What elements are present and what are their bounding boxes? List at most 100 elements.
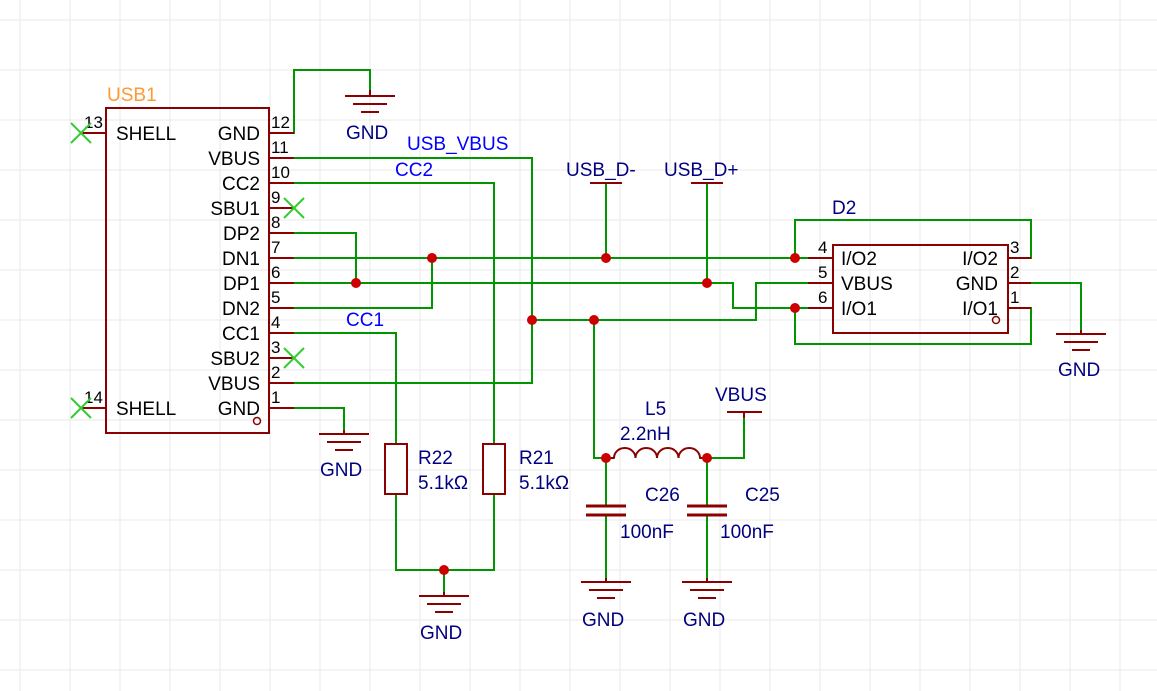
wire-gnd-top[interactable] [293, 69, 371, 134]
usb1-pin-name-8: DP2 [223, 224, 260, 245]
junction-dp2-dp1[interactable] [351, 278, 361, 288]
usb1-pin-num-6: 6 [271, 263, 280, 282]
usb1-pin-name-12: GND [218, 124, 260, 145]
no-connect-pin-9[interactable] [283, 197, 305, 219]
usb1-pin-num-7: 7 [271, 238, 280, 257]
d2-pin-name-4: I/O2 [841, 249, 877, 270]
d2-pin-num-3: 3 [1010, 238, 1019, 257]
vbus-power-symbol[interactable] [727, 411, 762, 418]
d2-pin-num-1: 1 [1010, 288, 1019, 307]
usb1-designator: USB1 [107, 85, 157, 106]
r21-body[interactable] [482, 443, 506, 495]
l5-coil[interactable] [613, 447, 701, 459]
d2-component[interactable]: D2 4 5 6 I/O2 VBUS I/O1 I/O2 GND I/O1 3 … [808, 198, 1031, 334]
usb1-pin-name-10: CC2 [222, 174, 260, 195]
usb1-pin-name-13: SHELL [116, 124, 176, 145]
usb1-pin-name-5: DN2 [222, 299, 260, 320]
c26-designator: C26 [645, 485, 680, 506]
wire-cc1[interactable] [293, 332, 397, 445]
wire-dp2[interactable] [293, 232, 357, 284]
r21-component[interactable]: R21 5.1kΩ [482, 443, 569, 495]
junction-resistors-gnd[interactable] [439, 565, 449, 575]
gnd-symbol-d2[interactable] [1056, 330, 1106, 351]
gnd-symbol-resistors[interactable] [419, 592, 469, 613]
gnd-label-d2: GND [1058, 360, 1100, 381]
c25-value: 100nF [720, 522, 774, 543]
vbus-power-label: VBUS [715, 385, 767, 406]
usb1-component[interactable]: USB1 13 SHELL 14 SHELL GND VBUS CC2 SBU1… [81, 85, 294, 434]
junction-vbus-l5[interactable] [589, 315, 599, 325]
usb1-pin-name-7: DN1 [222, 249, 260, 270]
wire-d2-gnd[interactable] [1007, 282, 1082, 331]
r22-body[interactable] [384, 443, 408, 495]
gnd-label-top: GND [346, 123, 388, 144]
wire-gnd-pin1[interactable] [293, 407, 345, 431]
junction-l5-left[interactable] [601, 453, 611, 463]
usb1-pin-num-1: 1 [271, 388, 280, 407]
d2-pin-num-2: 2 [1010, 263, 1019, 282]
usb1-pin-name-2: VBUS [208, 374, 260, 395]
d2-pin-num-4: 4 [818, 238, 827, 257]
wire-r22-bottom[interactable] [395, 493, 495, 571]
usb1-pin-num-11: 11 [271, 138, 289, 157]
usb1-pin-num-14: 14 [84, 388, 103, 407]
d2-pin-name-5: VBUS [841, 274, 893, 295]
usb1-pin-name-9: SBU1 [210, 199, 260, 220]
r21-designator: R21 [519, 448, 554, 469]
wire-dn2[interactable] [293, 257, 433, 309]
r22-component[interactable]: R22 5.1kΩ [384, 443, 468, 495]
usb1-pin-name-3: SBU2 [210, 349, 260, 370]
junction-d2-io2[interactable] [790, 253, 800, 263]
usb1-pin-name-14: SHELL [116, 399, 176, 420]
usb1-pin-num-4: 4 [271, 313, 280, 332]
junction-vbus-bus[interactable] [527, 315, 537, 325]
no-connect-pin-13[interactable] [70, 122, 92, 144]
usb1-pin-num-5: 5 [271, 288, 280, 307]
r22-value: 5.1kΩ [418, 473, 468, 494]
wire-dp1[interactable] [293, 282, 809, 309]
gnd-symbol-top[interactable] [345, 90, 395, 113]
c26-component[interactable]: C26 100nF [586, 485, 680, 543]
d2-pin1-marker [991, 315, 1001, 325]
junction-usb-dp[interactable] [702, 278, 712, 288]
c25-designator: C25 [745, 485, 780, 506]
usb1-pin-num-2: 2 [271, 363, 280, 382]
junction-l5-right[interactable] [702, 453, 712, 463]
l5-value: 2.2nH [620, 424, 671, 445]
d2-body[interactable] [832, 244, 1009, 334]
usb1-pin-num-9: 9 [271, 188, 280, 207]
wire-usb-vbus[interactable] [293, 157, 533, 384]
usb1-pins [81, 132, 294, 409]
gnd-symbol-c26[interactable] [581, 578, 631, 599]
d2-pin-num-6: 6 [818, 288, 827, 307]
no-connect-pin-3[interactable] [283, 347, 305, 369]
usb1-pin-num-8: 8 [271, 213, 280, 232]
junction-usb-dm[interactable] [601, 253, 611, 263]
net-label-usb-dm: USB_D- [566, 160, 636, 181]
usb1-pin-num-10: 10 [271, 163, 290, 182]
usb1-body[interactable] [105, 107, 270, 434]
no-connect-pin-14[interactable] [70, 397, 92, 419]
r22-designator: R22 [418, 448, 453, 469]
c25-component[interactable]: C25 100nF [687, 485, 780, 543]
gnd-label-usb-pin1: GND [320, 460, 362, 481]
usb1-pin-num-13: 13 [84, 113, 103, 132]
junction-d2-io1[interactable] [790, 303, 800, 313]
usb1-pin-name-6: DP1 [223, 274, 260, 295]
wire-vbus-rail[interactable] [531, 282, 809, 321]
c26-value: 100nF [620, 522, 674, 543]
gnd-symbol-usb-pin1[interactable] [319, 430, 369, 451]
net-label-cc2: CC2 [395, 160, 433, 181]
usb1-pin-num-3: 3 [271, 338, 280, 357]
net-label-usb-dp: USB_D+ [664, 160, 738, 181]
junction-dn2-dn1[interactable] [427, 253, 437, 263]
gnd-label-c25: GND [683, 610, 725, 631]
wire-cc2[interactable] [293, 182, 495, 445]
wire-vbus-l5[interactable] [593, 319, 615, 459]
wire-l5-vbus[interactable] [699, 411, 745, 459]
gnd-symbol-c25[interactable] [682, 578, 732, 599]
l5-component[interactable]: L5 2.2nH [606, 399, 707, 459]
l5-designator: L5 [645, 399, 666, 420]
